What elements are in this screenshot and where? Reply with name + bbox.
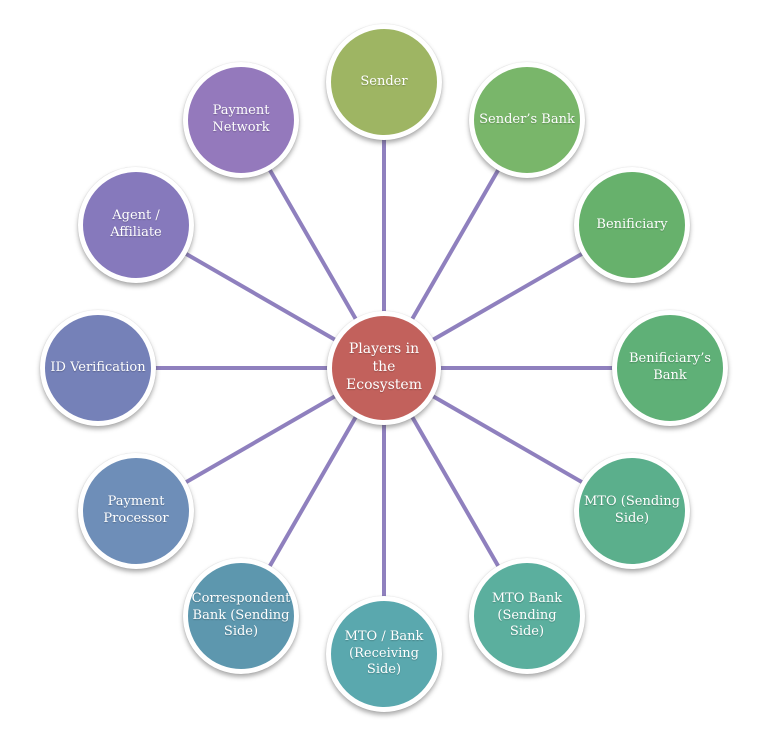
- node-correspondent-bank-sending-side: Correspondent Bank (Sending Side): [183, 558, 299, 674]
- node-payment-processor: Payment Processor: [78, 453, 194, 569]
- node-label: MTO / Bank (Receiving Side): [344, 629, 424, 678]
- center-node-label: Players in the Ecosystem: [346, 341, 422, 393]
- node-label: Sender’s Bank: [479, 111, 575, 127]
- node-label: ID Verification: [50, 359, 146, 375]
- node-center-players-in-the-ecosystem: Players in the Ecosystem: [327, 311, 441, 425]
- node-label: Agent / Affiliate: [110, 208, 162, 240]
- node-benificiarys-bank: Benificiary’s Bank: [612, 310, 728, 426]
- node-label: Benificiary: [596, 216, 668, 232]
- node-id-verification: ID Verification: [40, 310, 156, 426]
- node-label: MTO Bank (Sending Side): [491, 591, 563, 640]
- node-label: Benificiary’s Bank: [629, 351, 711, 383]
- node-payment-network: Payment Network: [183, 62, 299, 178]
- node-label: Payment Processor: [103, 494, 169, 526]
- node-label: MTO (Sending Side): [584, 494, 680, 526]
- node-mto-sending-side: MTO (Sending Side): [574, 453, 690, 569]
- node-label: Correspondent Bank (Sending Side): [191, 591, 291, 640]
- node-label: Sender: [360, 73, 408, 89]
- node-senders-bank: Sender’s Bank: [469, 62, 585, 178]
- node-mto-bank-sending-side: MTO Bank (Sending Side): [469, 558, 585, 674]
- node-agent-affiliate: Agent / Affiliate: [78, 167, 194, 283]
- node-mto-bank-receiving-side: MTO / Bank (Receiving Side): [326, 596, 442, 712]
- node-benificiary: Benificiary: [574, 167, 690, 283]
- node-label: Payment Network: [212, 103, 270, 135]
- node-sender: Sender: [326, 24, 442, 140]
